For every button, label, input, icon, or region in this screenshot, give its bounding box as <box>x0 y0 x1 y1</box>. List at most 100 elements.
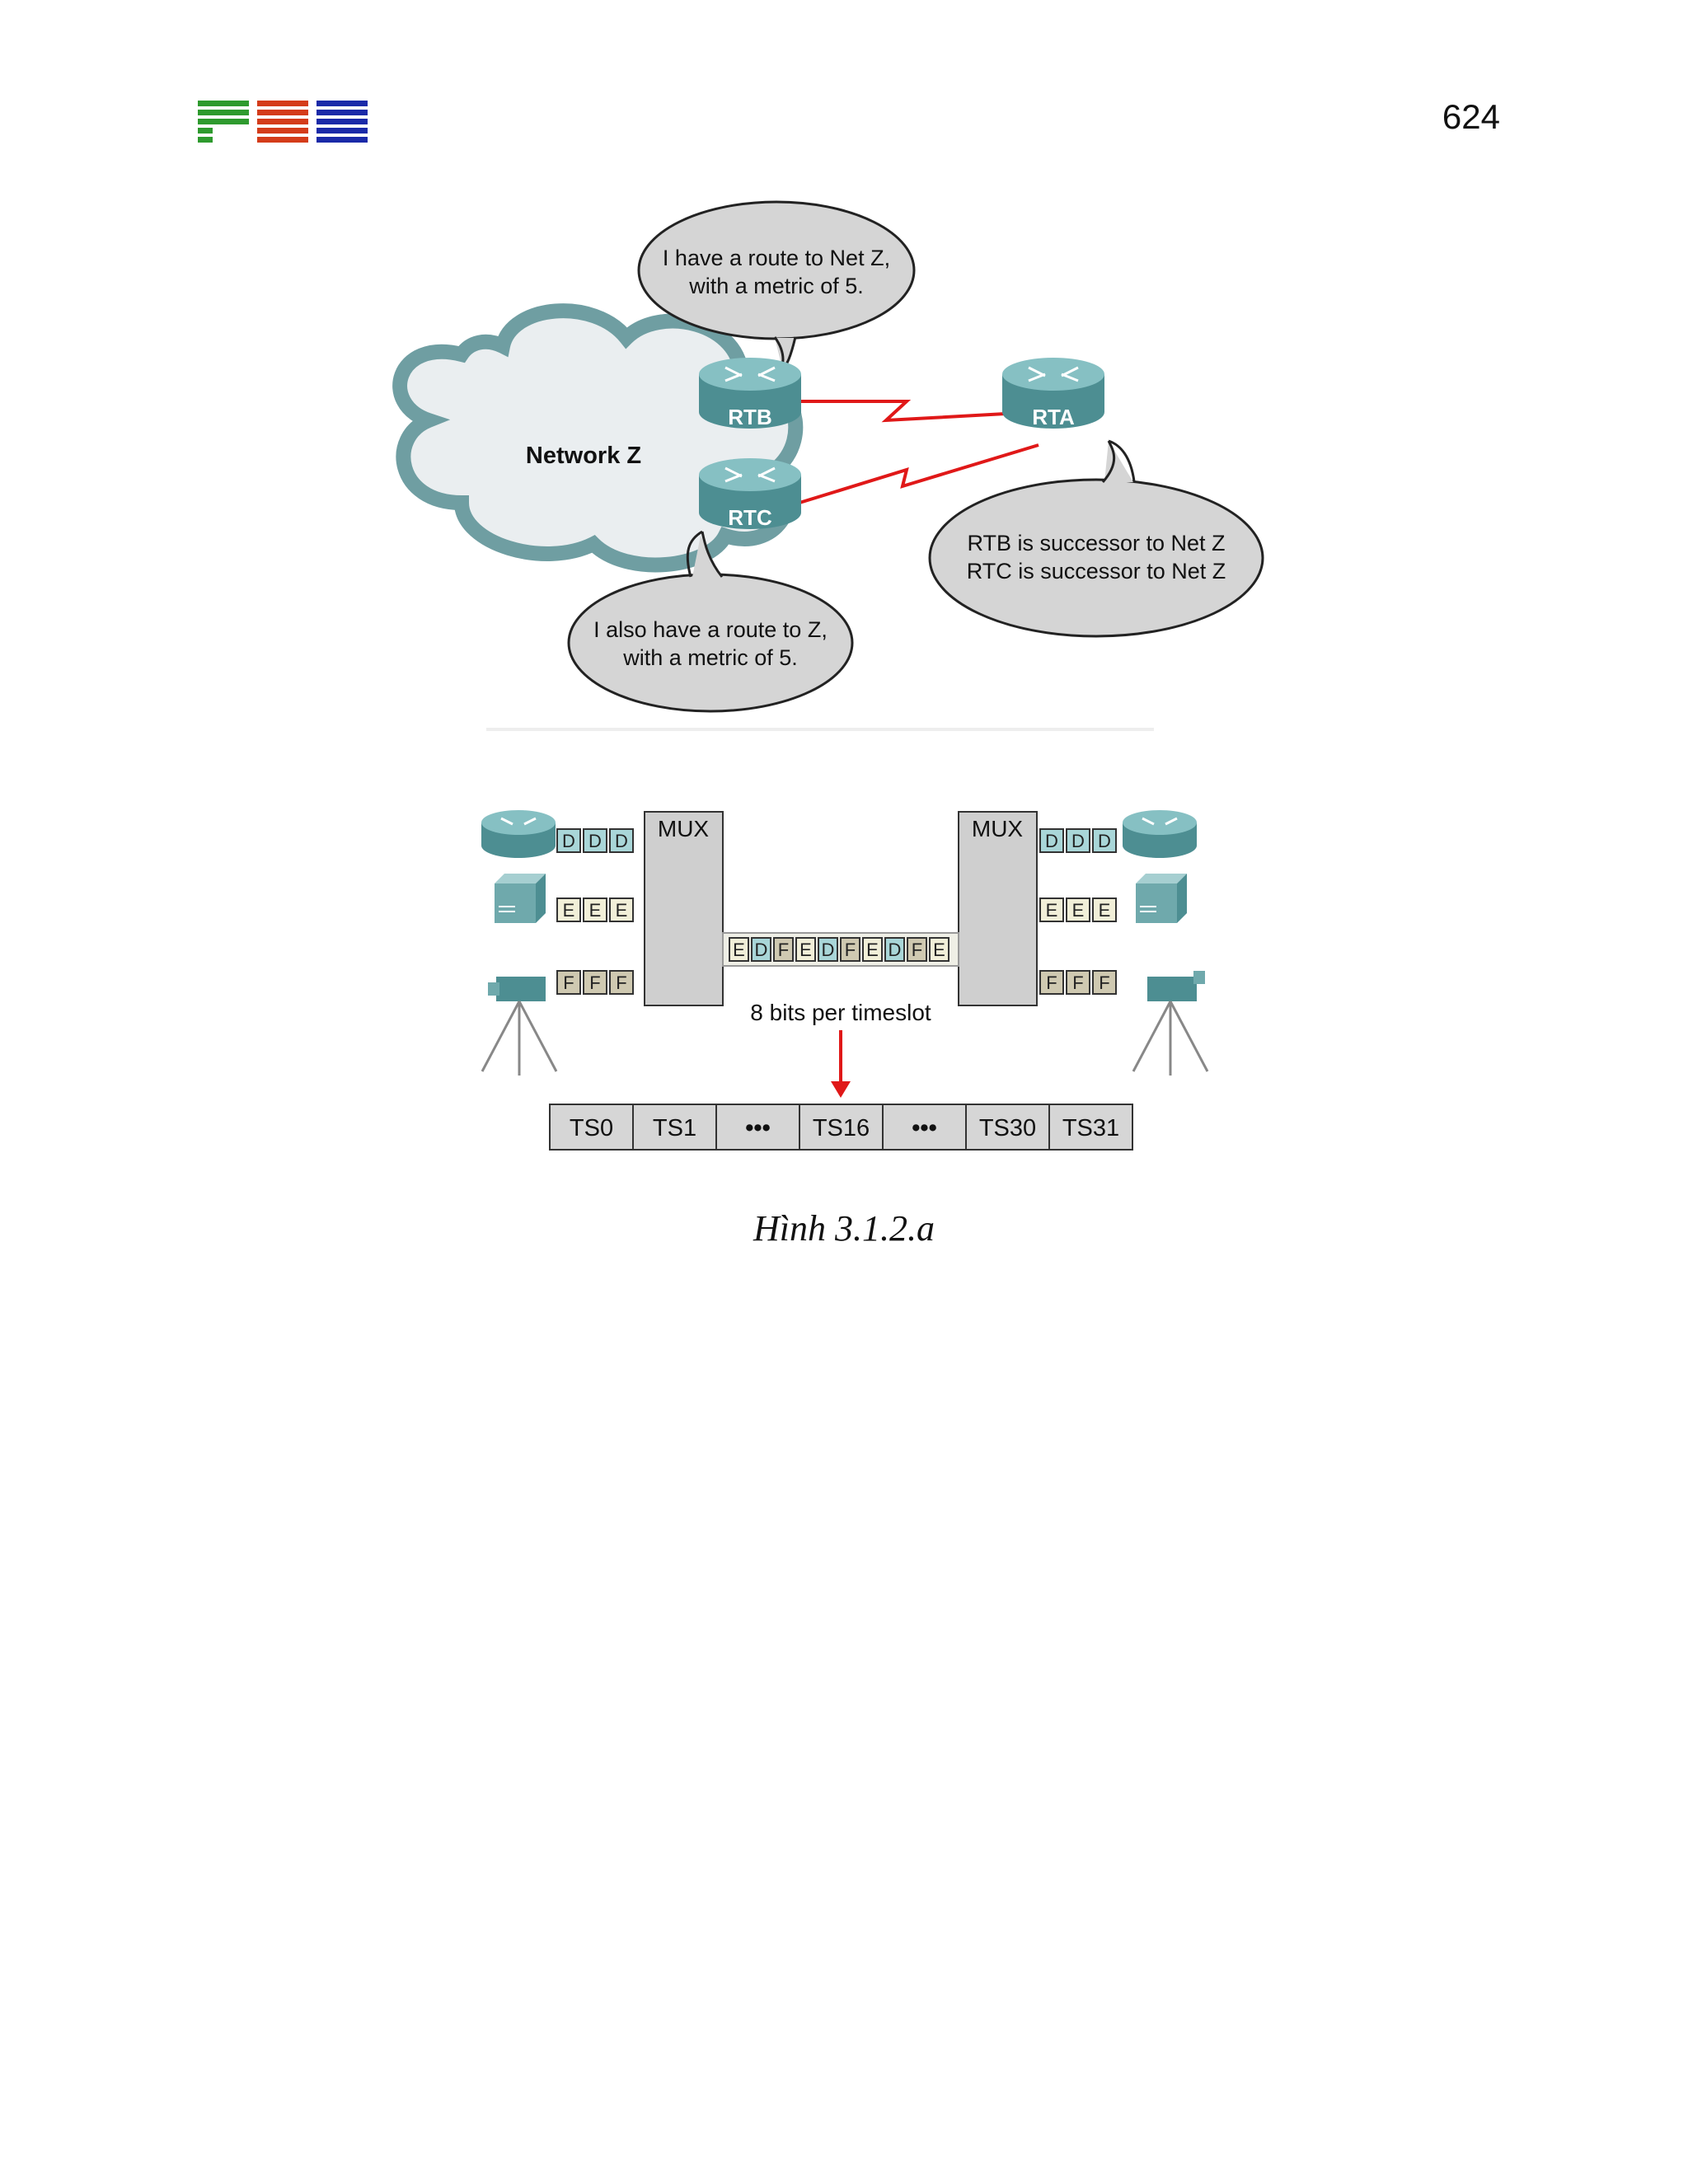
rtb-bubble-line2: with a metric of 5. <box>688 274 864 298</box>
left-router-icon <box>481 810 556 858</box>
left-camera-icon <box>481 977 558 1076</box>
left-f-frame-cell <box>609 970 634 995</box>
trunk-frame-letter: E <box>799 940 812 960</box>
timeslot-label: TS1 <box>653 1115 696 1141</box>
rtc-bubble-line2: with a metric of 5. <box>622 645 798 670</box>
right-e-frame-cell <box>1066 898 1090 922</box>
left-e-frame-cell <box>583 898 607 922</box>
left-f-frame-cell <box>583 970 607 995</box>
tdm-mux-diagram: MUX MUX <box>0 791 1688 1183</box>
rtb-bubble-line1: I have a route to Net Z, <box>663 246 890 270</box>
left-d-frame-letter: D <box>615 831 628 851</box>
left-f-frame-letter: F <box>616 972 626 993</box>
bits-per-timeslot-label: 8 bits per timeslot <box>750 1000 931 1025</box>
rta-bubble-line1: RTB is successor to Net Z <box>967 531 1225 555</box>
left-d-frame-letter: D <box>562 831 575 851</box>
right-router-icon <box>1123 810 1197 858</box>
rta-speech-bubble: RTB is successor to Net Z RTC is success… <box>928 439 1264 638</box>
figure-caption: Hình 3.1.2.a <box>753 1208 935 1249</box>
trunk-frame-letter: E <box>866 940 879 960</box>
trunk-frame-cell <box>773 937 794 962</box>
right-d-frame-letter: D <box>1098 831 1111 851</box>
router-rtc: RTC <box>699 458 801 530</box>
left-d-frame-cell <box>609 828 634 853</box>
right-f-frame-letter: F <box>1072 972 1083 993</box>
pnh-logo <box>198 101 371 151</box>
right-f-frame-letter: F <box>1099 972 1109 993</box>
right-d-frame-cell <box>1066 828 1090 853</box>
right-e-frame-letter: E <box>1072 900 1085 921</box>
rtc-label: RTC <box>728 505 772 530</box>
trunk-frame-letter: D <box>755 940 768 960</box>
rtb-speech-bubble: I have a route to Net Z, with a metric o… <box>637 200 916 377</box>
left-d-frame-letter: D <box>588 831 602 851</box>
timeslot-label: TS16 <box>813 1115 870 1141</box>
mux-left-box <box>644 811 724 1006</box>
trunk-frame-cell <box>862 937 883 962</box>
right-f-frame-letter: F <box>1046 972 1057 993</box>
rtc-rta-link <box>799 443 1039 504</box>
right-e-frame-cell <box>1092 898 1117 922</box>
network-z-cloud <box>392 303 804 573</box>
left-e-frame-letter: E <box>616 900 628 921</box>
rta-label: RTA <box>1032 405 1075 429</box>
timeslot-cell <box>1048 1104 1133 1151</box>
mux-left-label: MUX <box>658 816 710 841</box>
left-e-frame-cell <box>556 898 581 922</box>
timeslot-cell <box>549 1104 634 1151</box>
left-d-frame-cell <box>583 828 607 853</box>
trunk-frame-letter: E <box>733 940 745 960</box>
trunk-frame-cell <box>907 937 927 962</box>
rtc-speech-bubble: I also have a route to Z, with a metric … <box>567 530 854 713</box>
timeslot-arrow-head <box>831 1081 851 1098</box>
right-d-frame-cell <box>1092 828 1117 853</box>
right-server-icon <box>1136 874 1187 923</box>
mux-right-label: MUX <box>972 816 1024 841</box>
right-e-frame-letter: E <box>1099 900 1111 921</box>
trunk-frame-cell <box>840 937 860 962</box>
timeslot-label: ••• <box>745 1115 770 1141</box>
trunk-frame-letter: F <box>778 940 789 960</box>
timeslot-label: ••• <box>912 1115 936 1141</box>
trunk-frame-cell <box>751 937 771 962</box>
router-rtb: RTB <box>699 358 801 429</box>
timeslot-cell <box>632 1104 717 1151</box>
rtb-label: RTB <box>728 405 771 429</box>
timeslot-label: TS31 <box>1062 1115 1119 1141</box>
left-e-frame-letter: E <box>563 900 575 921</box>
right-f-frame-cell <box>1039 970 1064 995</box>
rta-bubble-line2: RTC is successor to Net Z <box>967 559 1226 583</box>
rtb-rta-link <box>799 400 1006 423</box>
left-f-frame-cell <box>556 970 581 995</box>
right-d-frame-letter: D <box>1045 831 1058 851</box>
left-d-frame-cell <box>556 828 581 853</box>
trunk-frame-cell <box>884 937 905 962</box>
right-camera-icon <box>1132 971 1209 1076</box>
eigrp-successor-diagram: Network Z I have a route to Net Z, with … <box>0 173 1688 754</box>
right-d-frame-cell <box>1039 828 1064 853</box>
timeslot-cell <box>715 1104 800 1151</box>
left-f-frame-letter: F <box>589 972 600 993</box>
trunk-frame-cell <box>929 937 950 962</box>
timeslot-label: TS0 <box>570 1115 613 1141</box>
right-e-frame-cell <box>1039 898 1064 922</box>
right-e-frame-letter: E <box>1046 900 1058 921</box>
trunk-frame-letter: E <box>933 940 945 960</box>
router-rta: RTA <box>1002 358 1104 429</box>
network-z-label: Network Z <box>526 443 641 469</box>
timeslot-label: TS30 <box>979 1115 1036 1141</box>
timeslot-cell <box>965 1104 1050 1151</box>
trunk-frame-letter: F <box>912 940 922 960</box>
right-d-frame-letter: D <box>1071 831 1085 851</box>
trunk-frame-cell <box>729 937 749 962</box>
pnh-logo-graphic <box>198 101 368 143</box>
trunk-frame-cell <box>795 937 816 962</box>
left-f-frame-letter: F <box>563 972 574 993</box>
left-e-frame-cell <box>609 898 634 922</box>
trunk-frame-cell <box>818 937 838 962</box>
right-f-frame-cell <box>1092 970 1117 995</box>
rtc-bubble-line1: I also have a route to Z, <box>593 617 828 642</box>
trunk-frame-letter: D <box>889 940 902 960</box>
right-f-frame-cell <box>1066 970 1090 995</box>
page-number: 624 <box>1442 97 1500 136</box>
